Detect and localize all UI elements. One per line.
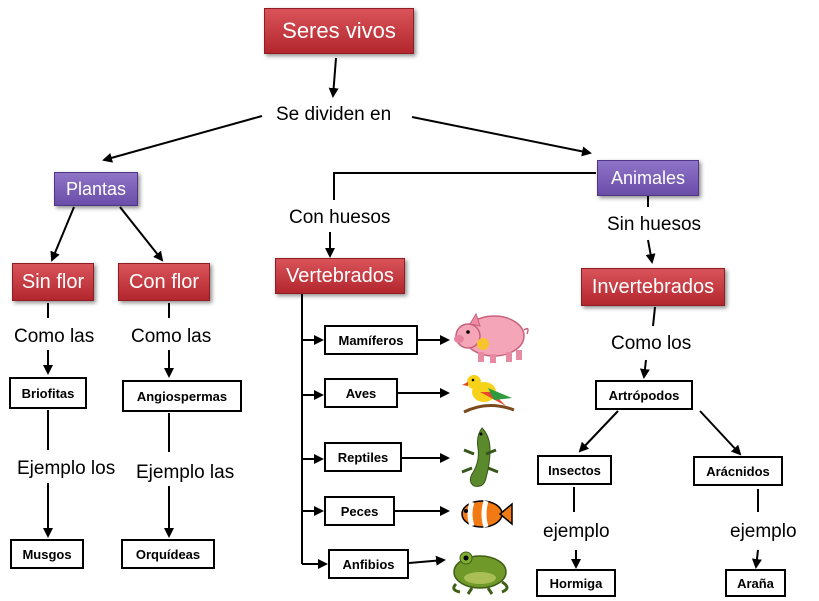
crocodile-icon xyxy=(461,427,499,487)
divide-label: Se dividen en xyxy=(276,104,392,125)
animales-node: Animales xyxy=(597,160,699,196)
artropodos-box: Artrópodos xyxy=(595,380,693,410)
como-las-label-1: Como las xyxy=(14,326,95,347)
ejemplo-label-2: ejemplo xyxy=(730,521,797,542)
orquideas-box: Orquídeas xyxy=(121,539,215,569)
vertebrados-node: Vertebrados xyxy=(275,258,405,294)
como-las-label-2: Como las xyxy=(131,326,212,347)
seres-vivos-node: Seres vivos xyxy=(264,8,414,54)
con-flor-node: Con flor xyxy=(118,263,210,301)
aracnidos-box: Arácnidos xyxy=(693,456,783,486)
como-los-label: Como los xyxy=(611,333,692,354)
clownfish-icon xyxy=(461,500,513,528)
insectos-box: Insectos xyxy=(537,455,612,485)
briofitas-box: Briofitas xyxy=(9,377,87,409)
hormiga-box: Hormiga xyxy=(536,569,616,597)
arana-box: Araña xyxy=(725,569,786,597)
sin-huesos-label: Sin huesos xyxy=(607,214,702,235)
frog-icon xyxy=(452,551,509,595)
ejemplo-los-label: Ejemplo los xyxy=(17,458,116,479)
plantas-node: Plantas xyxy=(54,172,138,206)
pig-icon xyxy=(454,312,529,363)
bird-icon xyxy=(462,375,515,414)
peces-box: Peces xyxy=(324,496,395,526)
ejemplo-label-1: ejemplo xyxy=(543,521,610,542)
con-huesos-label: Con huesos xyxy=(289,207,391,228)
anfibios-box: Anfibios xyxy=(328,549,409,579)
musgos-box: Musgos xyxy=(10,539,84,569)
mamiferos-box: Mamíferos xyxy=(324,325,418,355)
aves-box: Aves xyxy=(324,378,398,408)
ejemplo-las-label: Ejemplo las xyxy=(136,462,235,483)
sin-flor-node: Sin flor xyxy=(12,263,94,301)
invertebrados-node: Invertebrados xyxy=(581,268,725,306)
reptiles-box: Reptiles xyxy=(324,442,402,472)
angiospermas-box: Angiospermas xyxy=(122,380,242,412)
